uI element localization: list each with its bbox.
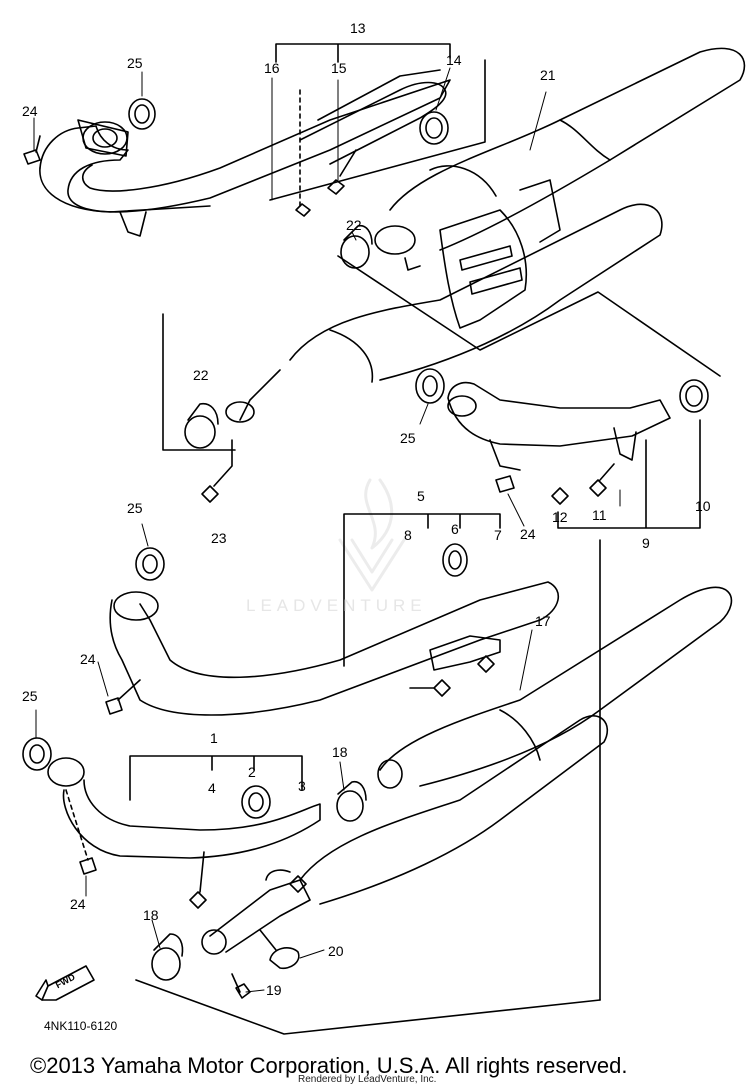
bolt-4 [189, 851, 207, 909]
gasket-25-upper [128, 98, 156, 130]
callout-12[interactable]: 12 [552, 509, 568, 525]
bottom-frame-lines [135, 979, 601, 1035]
callout-24[interactable]: 24 [80, 651, 96, 667]
callout-24[interactable]: 24 [70, 896, 86, 912]
callout-19[interactable]: 19 [266, 982, 282, 998]
nut-24-mid [495, 475, 515, 493]
callout-4[interactable]: 4 [208, 780, 216, 796]
watermark-logo [338, 478, 406, 592]
gasket-2 [241, 785, 271, 819]
muffler-21-inlet [374, 225, 416, 255]
callout-21[interactable]: 21 [540, 67, 556, 83]
gasket-25-d [22, 737, 52, 771]
callout-22[interactable]: 22 [193, 367, 209, 383]
callout-16[interactable]: 16 [264, 60, 280, 76]
joint-22-upper [340, 235, 370, 269]
heat-shield-6-7 [429, 635, 501, 671]
header-pipe-mid [109, 581, 560, 716]
fwd-arrow [41, 965, 95, 1001]
bracket-1-leader [129, 755, 303, 801]
callout-23[interactable]: 23 [211, 530, 227, 546]
middle-header-group [415, 368, 709, 529]
callout-25[interactable]: 25 [22, 688, 38, 704]
bolt-12 [551, 487, 569, 505]
callout-25[interactable]: 25 [400, 430, 416, 446]
callout-8[interactable]: 8 [404, 527, 412, 543]
muffler-17-inlet [377, 759, 403, 789]
nut-24-upper [23, 149, 41, 165]
bolt-3 [289, 875, 307, 893]
callout-2[interactable]: 2 [248, 764, 256, 780]
callout-1[interactable]: 1 [210, 730, 218, 746]
bolt-15 [327, 149, 357, 195]
callout-24[interactable]: 24 [22, 103, 38, 119]
callout-13[interactable]: 13 [350, 20, 366, 36]
callout-25[interactable]: 25 [127, 500, 143, 516]
header-pipe-bottom [62, 779, 321, 859]
callout-25[interactable]: 25 [127, 55, 143, 71]
joint-18-lower [151, 947, 181, 981]
callout-22[interactable]: 22 [346, 217, 362, 233]
nut-24-c [105, 697, 123, 715]
callout-17[interactable]: 17 [535, 613, 551, 629]
bolt-7 [477, 655, 495, 673]
lower-middle-group [105, 513, 733, 1001]
bolt-8 [409, 679, 451, 697]
bottom-group [22, 737, 601, 1035]
callout-9[interactable]: 9 [642, 535, 650, 551]
callout-18[interactable]: 18 [143, 907, 159, 923]
callout-5[interactable]: 5 [417, 488, 425, 504]
callout-24[interactable]: 24 [520, 526, 536, 542]
callout-14[interactable]: 14 [446, 52, 462, 68]
gasket-10 [679, 379, 709, 413]
bolt-19 [231, 973, 251, 999]
bolt-23 [201, 439, 233, 503]
header-9 [447, 381, 671, 447]
watermark-text: LEADVENTURE [246, 596, 427, 615]
callout-leaders [33, 67, 621, 993]
copyright-notice: ©2013 Yamaha Motor Corporation, U.S.A. A… [30, 1053, 628, 1078]
cap-20 [269, 947, 300, 970]
callout-3[interactable]: 3 [298, 778, 306, 794]
diagram-code: 4NK110-6120 [44, 1019, 118, 1033]
callout-20[interactable]: 20 [328, 943, 344, 959]
mid-flange [113, 591, 159, 621]
bottom-inlet-pipe [209, 879, 311, 953]
upper-clamp [119, 211, 147, 237]
callout-6[interactable]: 6 [451, 521, 459, 537]
bracket-13-leader [275, 43, 451, 63]
gasket-6 [442, 543, 468, 577]
bolt-11 [589, 463, 615, 497]
callout-10[interactable]: 10 [695, 498, 711, 514]
muffler-21 [389, 47, 746, 251]
bottom-flange [47, 757, 85, 787]
muffler-bracket-plate [439, 209, 528, 329]
callout-7[interactable]: 7 [494, 527, 502, 543]
joint-22-lower [184, 415, 216, 449]
gasket-14 [419, 111, 449, 145]
muffler-17-lower [299, 715, 609, 905]
callout-18[interactable]: 18 [332, 744, 348, 760]
upper-frame-lines [162, 59, 486, 451]
upper-header-pipe [39, 79, 451, 213]
middle-bracket-lines [557, 419, 701, 529]
callout-15[interactable]: 15 [331, 60, 347, 76]
clamp-9 [613, 427, 637, 461]
gasket-25-mid [415, 368, 445, 404]
bolt-16 [295, 203, 311, 217]
upper-connector-frame [337, 255, 721, 377]
rendered-by-notice: Rendered by LeadVenture, Inc. [298, 1074, 437, 1085]
upper-exhaust-group [23, 43, 746, 503]
bracket-5-leader [343, 513, 501, 667]
callout-11[interactable]: 11 [592, 507, 607, 523]
muffler-17 [379, 586, 733, 787]
gasket-25-c [135, 547, 165, 581]
joint-18-upper [336, 790, 364, 822]
